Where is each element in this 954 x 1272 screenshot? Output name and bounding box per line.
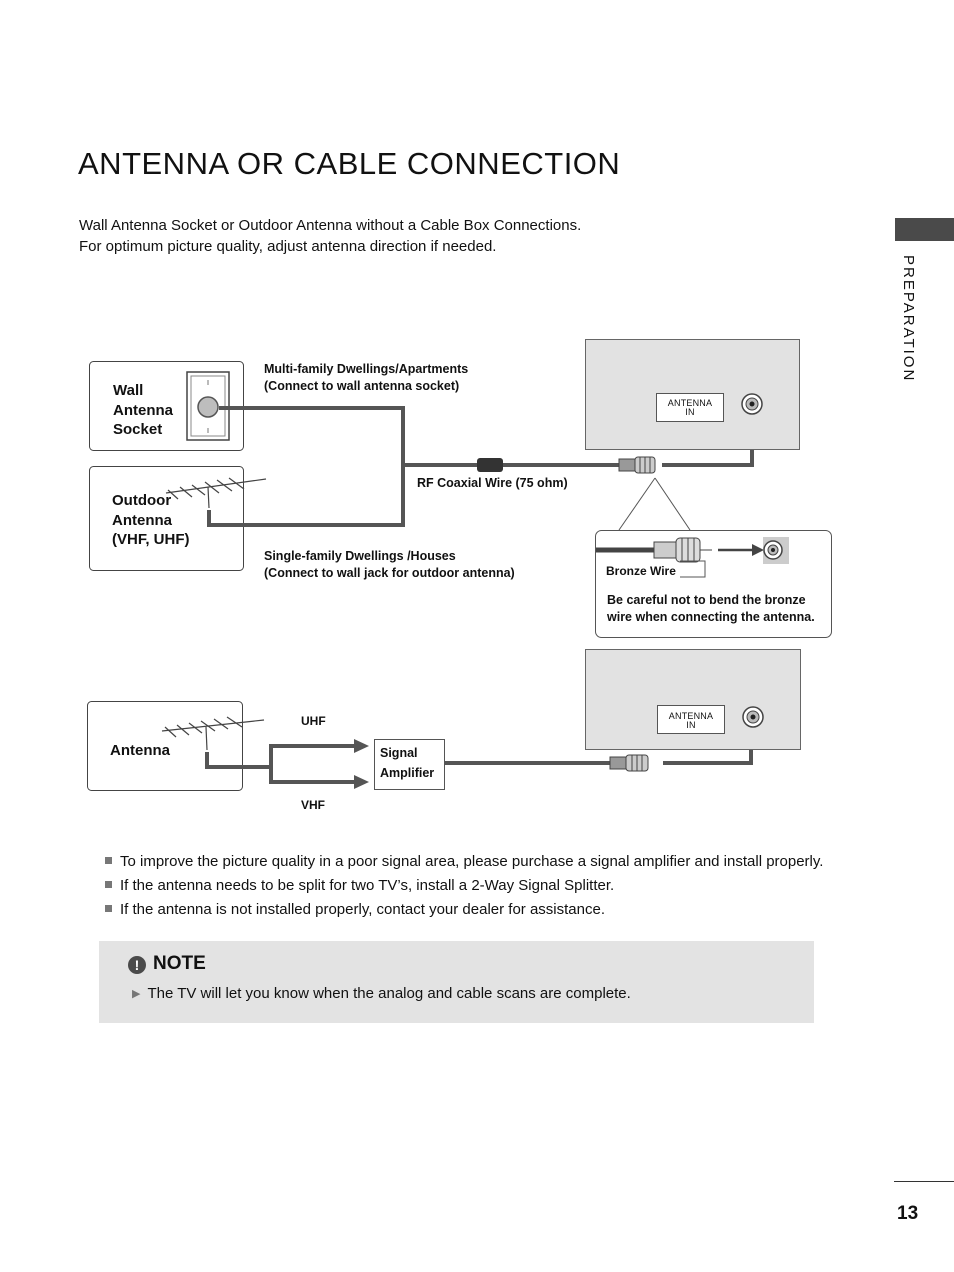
f-connector-icon [618, 456, 656, 474]
antenna-in-label: ANTENNA IN [657, 399, 723, 417]
coax-ferrite [477, 458, 503, 472]
coax-wire-label: RF Coaxial Wire (75 ohm) [417, 476, 568, 490]
outdoor-antenna-label: Outdoor Antenna (VHF, UHF) [112, 491, 190, 550]
outdoor-antenna-box [89, 466, 244, 571]
section-tab-marker [895, 218, 954, 241]
wall-plate-icon [186, 371, 230, 441]
note-title: NOTE [153, 953, 206, 974]
tips-list: To improve the picture quality in a poor… [105, 850, 823, 922]
tv-panel [585, 339, 800, 450]
arrow-right-icon [354, 775, 369, 789]
intro-line: For optimum picture quality, adjust ante… [79, 238, 497, 255]
section-label: PREPARATION [900, 255, 917, 383]
note-box [99, 941, 814, 1023]
label-line: IN [685, 407, 695, 417]
list-item-text: If the antenna needs to be split for two… [120, 877, 615, 894]
bronze-wire-connector-icon [596, 537, 712, 563]
signal-amplifier-box [374, 739, 445, 790]
label-line: (Connect to wall antenna socket) [264, 379, 460, 393]
note-text: ▶ The TV will let you know when the analo… [132, 985, 631, 1002]
antenna-in-label-box [657, 705, 725, 734]
label-line: ANTENNA [667, 398, 713, 408]
label-line: IN [686, 720, 696, 730]
antenna-box [87, 701, 243, 791]
signal-amplifier-label: Signal Amplifier [380, 743, 434, 783]
bronze-wire-pointer [680, 560, 706, 578]
label-line: wire when connecting the antenna. [607, 610, 815, 624]
antenna-label: Antenna [110, 742, 170, 759]
note-text-content: The TV will let you know when the analog… [147, 985, 631, 1002]
label-line: Signal [380, 746, 418, 760]
label-line: ANTENNA [668, 711, 714, 721]
arrow-right-icon [718, 544, 764, 556]
tv-panel [585, 649, 801, 750]
bullet-square-icon [105, 905, 112, 912]
label-line: Single-family Dwellings /Houses [264, 549, 456, 563]
antenna-in-label-box [656, 393, 724, 422]
wall-socket-label: Wall Antenna Socket [113, 381, 173, 440]
label-line: Antenna [113, 401, 173, 419]
callout-pointer [618, 477, 656, 531]
label-line: Amplifier [380, 766, 435, 780]
f-connector-icon [609, 754, 649, 772]
page-number: 13 [897, 1203, 919, 1224]
caution-text: Be careful not to bend the bronze wire w… [607, 592, 815, 626]
triangle-right-icon: ▶ [132, 988, 141, 1000]
label-line: Socket [113, 421, 163, 438]
label-line: Multi-family Dwellings/Apartments [264, 362, 469, 376]
bullet-square-icon [105, 857, 112, 864]
list-item: To improve the picture quality in a poor… [105, 850, 823, 874]
list-item-text: To improve the picture quality in a poor… [120, 853, 824, 870]
intro-line: Wall Antenna Socket or Outdoor Antenna w… [79, 217, 582, 234]
bronze-wire-label: Bronze Wire [606, 564, 676, 578]
antenna-icon [161, 716, 265, 751]
label-line: (VHF, UHF) [112, 531, 190, 548]
intro-text: Wall Antenna Socket or Outdoor Antenna w… [79, 215, 581, 257]
list-item: If the antenna needs to be split for two… [105, 874, 823, 898]
outdoor-antenna-icon [165, 477, 267, 509]
label-line: Be careful not to bend the bronze [607, 593, 806, 607]
list-item-text: If the antenna is not installed properly… [120, 901, 605, 918]
vhf-label: VHF [301, 798, 325, 812]
bullet-square-icon [105, 881, 112, 888]
page-title: ANTENNA OR CABLE CONNECTION [78, 146, 621, 181]
label-line: (Connect to wall jack for outdoor antenn… [264, 566, 515, 580]
uhf-label: UHF [301, 714, 326, 728]
arrow-right-icon [354, 739, 369, 753]
jack-closeup-icon [763, 537, 789, 564]
exclamation-icon: ! [128, 956, 146, 974]
multi-family-label: Multi-family Dwellings/Apartments (Conne… [264, 361, 468, 395]
callout-pointer [654, 477, 691, 531]
label-line: Wall [113, 382, 144, 399]
antenna-in-jack-icon [741, 393, 763, 415]
page-number-rule [894, 1181, 954, 1182]
split-cable-paths [205, 744, 357, 784]
antenna-in-label: ANTENNA IN [658, 712, 724, 730]
single-family-label: Single-family Dwellings /Houses (Connect… [264, 548, 515, 582]
list-item: If the antenna is not installed properly… [105, 898, 823, 922]
label-line: Outdoor [112, 492, 172, 509]
antenna-in-jack-icon [742, 706, 764, 728]
label-line: Antenna [112, 511, 172, 529]
